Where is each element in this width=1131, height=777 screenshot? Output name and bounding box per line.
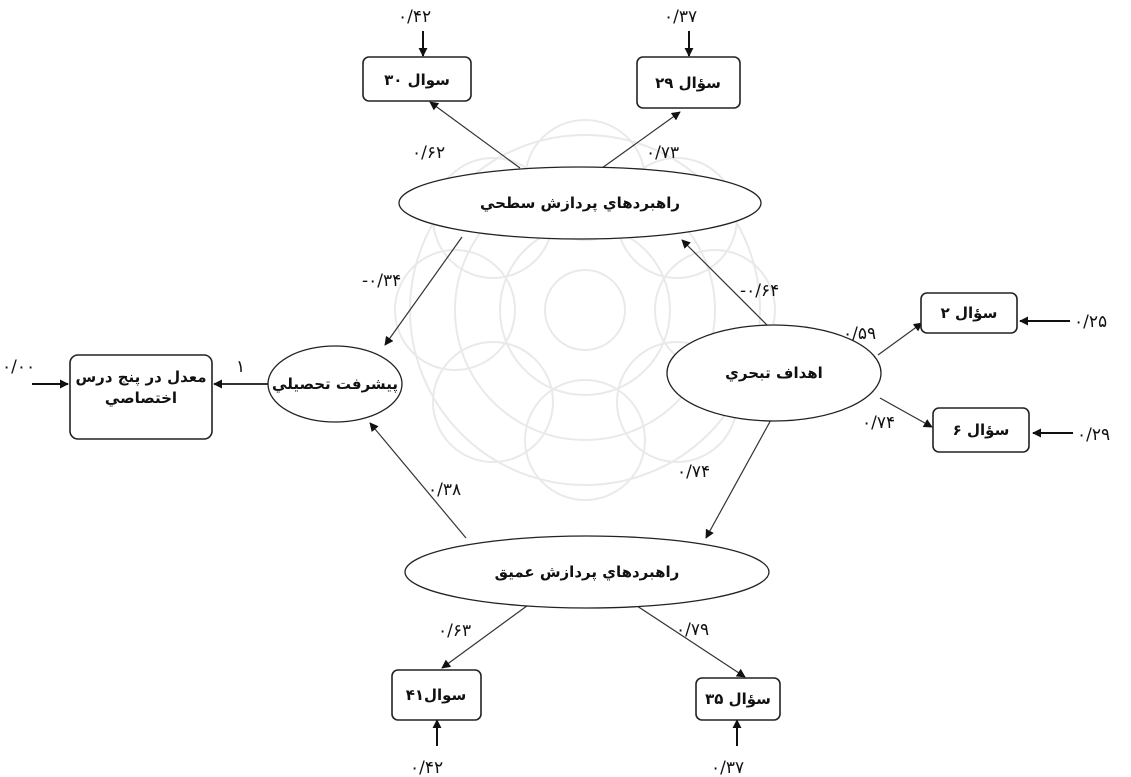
label-q35: سؤال ۳۵	[705, 690, 771, 708]
error-gpa: ۰/۰۰	[2, 357, 35, 377]
box-gpa	[69, 354, 213, 440]
node-surface-processing	[398, 166, 762, 240]
coef-deep-q35: ۰/۷۹	[676, 620, 709, 640]
error-q29: ۰/۳۷	[664, 7, 697, 27]
label-gpa-line2: اختصاصي	[105, 389, 177, 407]
box-q2	[920, 292, 1018, 334]
node-deep-processing	[404, 535, 770, 609]
label-academic-achievement: پيشرفت تحصيلي	[272, 375, 398, 394]
error-q2: ۰/۲۵	[1074, 312, 1107, 332]
coef-deep-achievement: ۰/۳۸	[428, 480, 461, 500]
label-gpa-line1: معدل در پنج درس	[75, 368, 206, 387]
coef-mastery-surface: -۰/۶۴	[740, 281, 779, 301]
edge-surface-achievement	[384, 236, 463, 346]
error-q41: ۰/۴۲	[410, 758, 443, 777]
label-surface-processing: راهبردهاي پردازش سطحي	[480, 194, 680, 213]
edge-mastery-surface	[681, 239, 771, 329]
label-q29: سؤال ۲۹	[655, 74, 721, 92]
error-q6: ۰/۲۹	[1077, 425, 1110, 445]
coef-surface-q29: ۰/۷۳	[646, 143, 679, 163]
coef-surface-q30: ۰/۶۲	[412, 143, 445, 163]
edge-mastery-q2	[877, 322, 923, 356]
box-q6	[932, 407, 1030, 453]
coef-mastery-q6: ۰/۷۴	[862, 413, 895, 433]
coef-mastery-q2: ۰/۵۹	[843, 324, 876, 344]
error-q35: ۰/۳۷	[711, 758, 744, 777]
coef-surface-achievement: -۰/۳۴	[362, 271, 401, 291]
coef-mastery-deep: ۰/۷۴	[677, 462, 710, 482]
label-q2: سؤال ۲	[941, 304, 998, 322]
node-academic-achievement	[267, 345, 403, 423]
box-q29	[636, 56, 741, 109]
edge-deep-q41	[441, 599, 536, 669]
label-mastery-goals: اهداف تبحري	[725, 364, 823, 383]
coef-deep-q41: ۰/۶۳	[438, 621, 471, 641]
edge-deep-q35	[627, 599, 746, 678]
coef-achievement-gpa: ۱	[236, 357, 245, 377]
label-q30: سوال ۳۰	[384, 71, 450, 89]
edge-mastery-q6	[879, 397, 933, 428]
label-q6: سؤال ۶	[953, 421, 1010, 439]
edge-deep-achievement	[369, 422, 467, 539]
edge-mastery-deep	[705, 417, 773, 539]
box-q35	[695, 677, 781, 721]
edge-surface-q29	[601, 111, 681, 169]
edge-surface-q30	[429, 101, 521, 169]
node-mastery-goals	[666, 324, 882, 422]
box-q41	[391, 669, 482, 721]
label-deep-processing: راهبردهاي پردازش عميق	[495, 563, 680, 582]
error-q30: ۰/۴۲	[398, 7, 431, 27]
label-q41: سوال۴۱	[406, 686, 467, 704]
box-q30	[362, 56, 472, 102]
